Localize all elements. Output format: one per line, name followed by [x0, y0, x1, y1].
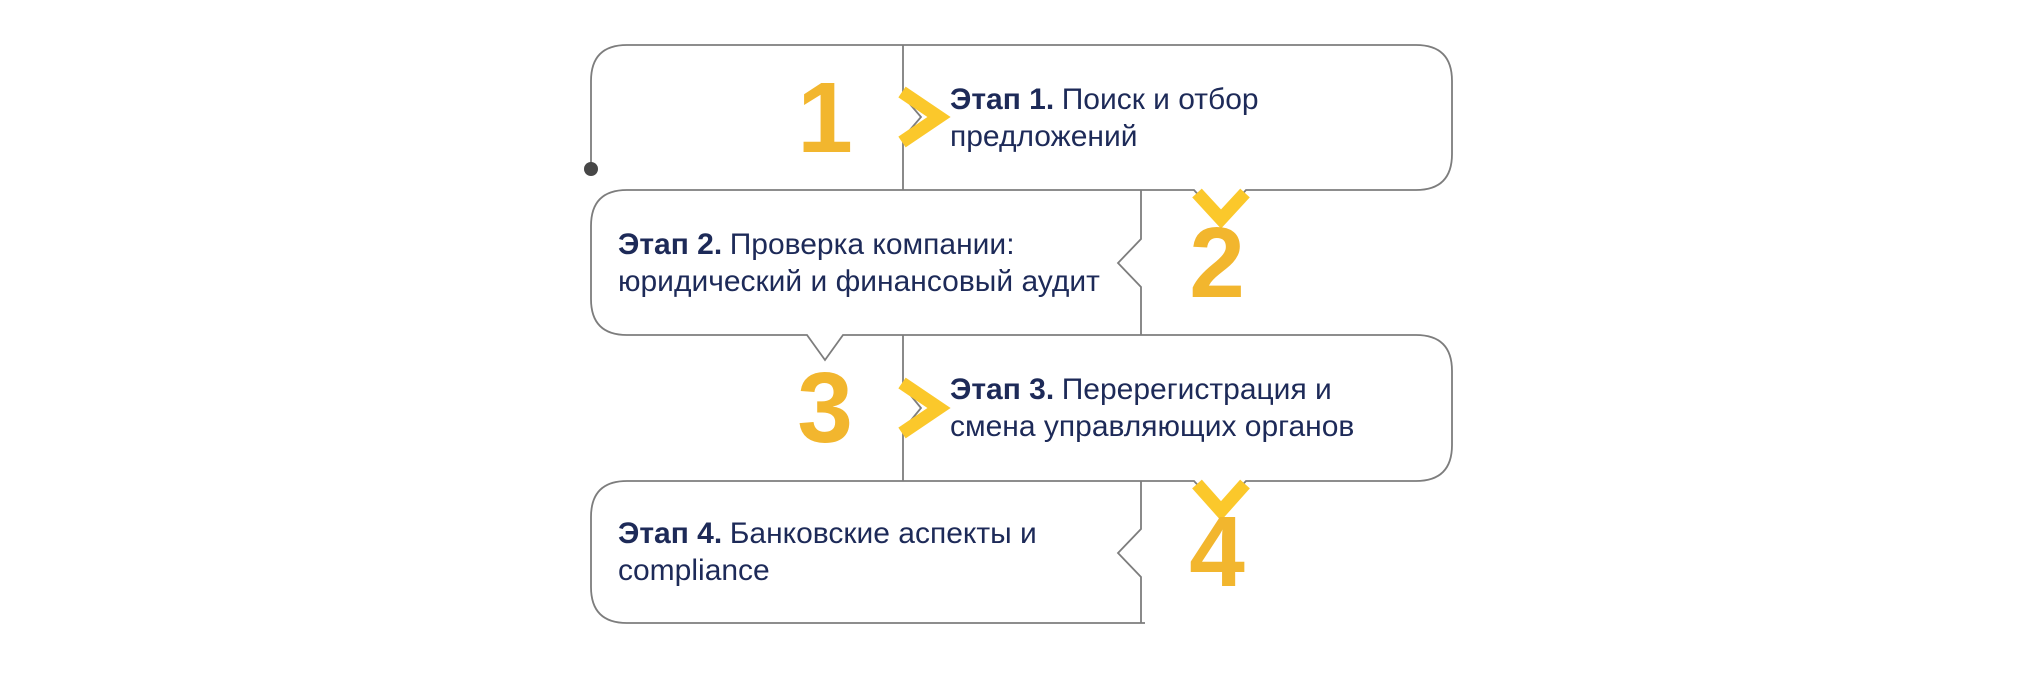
boundary-3-4: [590, 480, 1416, 624]
step-4-label: Этап 4.Банковские аспекты и compliance: [618, 481, 1118, 623]
step-3-label-text: Этап 3.Перерегистрация и смена управляющ…: [950, 371, 1354, 445]
step-3-label-rest: Перерегистрация и смена управляющих орга…: [950, 373, 1355, 443]
chevron-down-icon-step2: [1192, 188, 1250, 229]
step-2-label-bold: Этап 2.: [618, 227, 723, 261]
chevron-down-icon-step4: [1192, 479, 1250, 521]
step-2-label-rest: Проверка компании: юридический и финансо…: [618, 227, 1100, 298]
start-dot-icon: [584, 162, 598, 176]
step-4-label-bold: Этап 4.: [618, 517, 723, 550]
step-3-label: Этап 3.Перерегистрация и смена управляющ…: [950, 335, 1400, 481]
divider-2-notch-left: [1116, 190, 1142, 335]
chevron-right-icon-step3: [898, 377, 951, 439]
step-4-label-rest: Банковские аспекты и compliance: [618, 517, 1037, 587]
divider-1-notch-right: [902, 45, 923, 190]
step-2-label: Этап 2.Проверка компании: юридический и …: [618, 190, 1118, 335]
step-4-number: 4: [1189, 496, 1245, 608]
boundary-2-3: [627, 334, 1453, 482]
box1-outline: [590, 44, 1453, 191]
boundary-1-2: [590, 189, 1416, 336]
step-1-label: Этап 1.Поиск и отбор предложений: [950, 45, 1400, 190]
step-2-label-text: Этап 2.Проверка компании: юридический и …: [618, 226, 1100, 300]
step-1-label-bold: Этап 1.: [950, 82, 1055, 116]
step-1-label-rest: Поиск и отбор предложений: [950, 82, 1259, 153]
divider-3-notch-right: [902, 335, 923, 481]
step-1-number: 1: [797, 61, 853, 174]
chevron-right-icon-step1: [898, 86, 951, 148]
step-2-number: 2: [1189, 206, 1245, 319]
step-3-label-bold: Этап 3.: [950, 373, 1055, 406]
step-3-number: 3: [797, 352, 853, 464]
divider-4-notch-left: [1116, 481, 1142, 623]
step-1-label-text: Этап 1.Поиск и отбор предложений: [950, 81, 1259, 155]
step-4-label-text: Этап 4.Банковские аспекты и compliance: [618, 515, 1037, 589]
